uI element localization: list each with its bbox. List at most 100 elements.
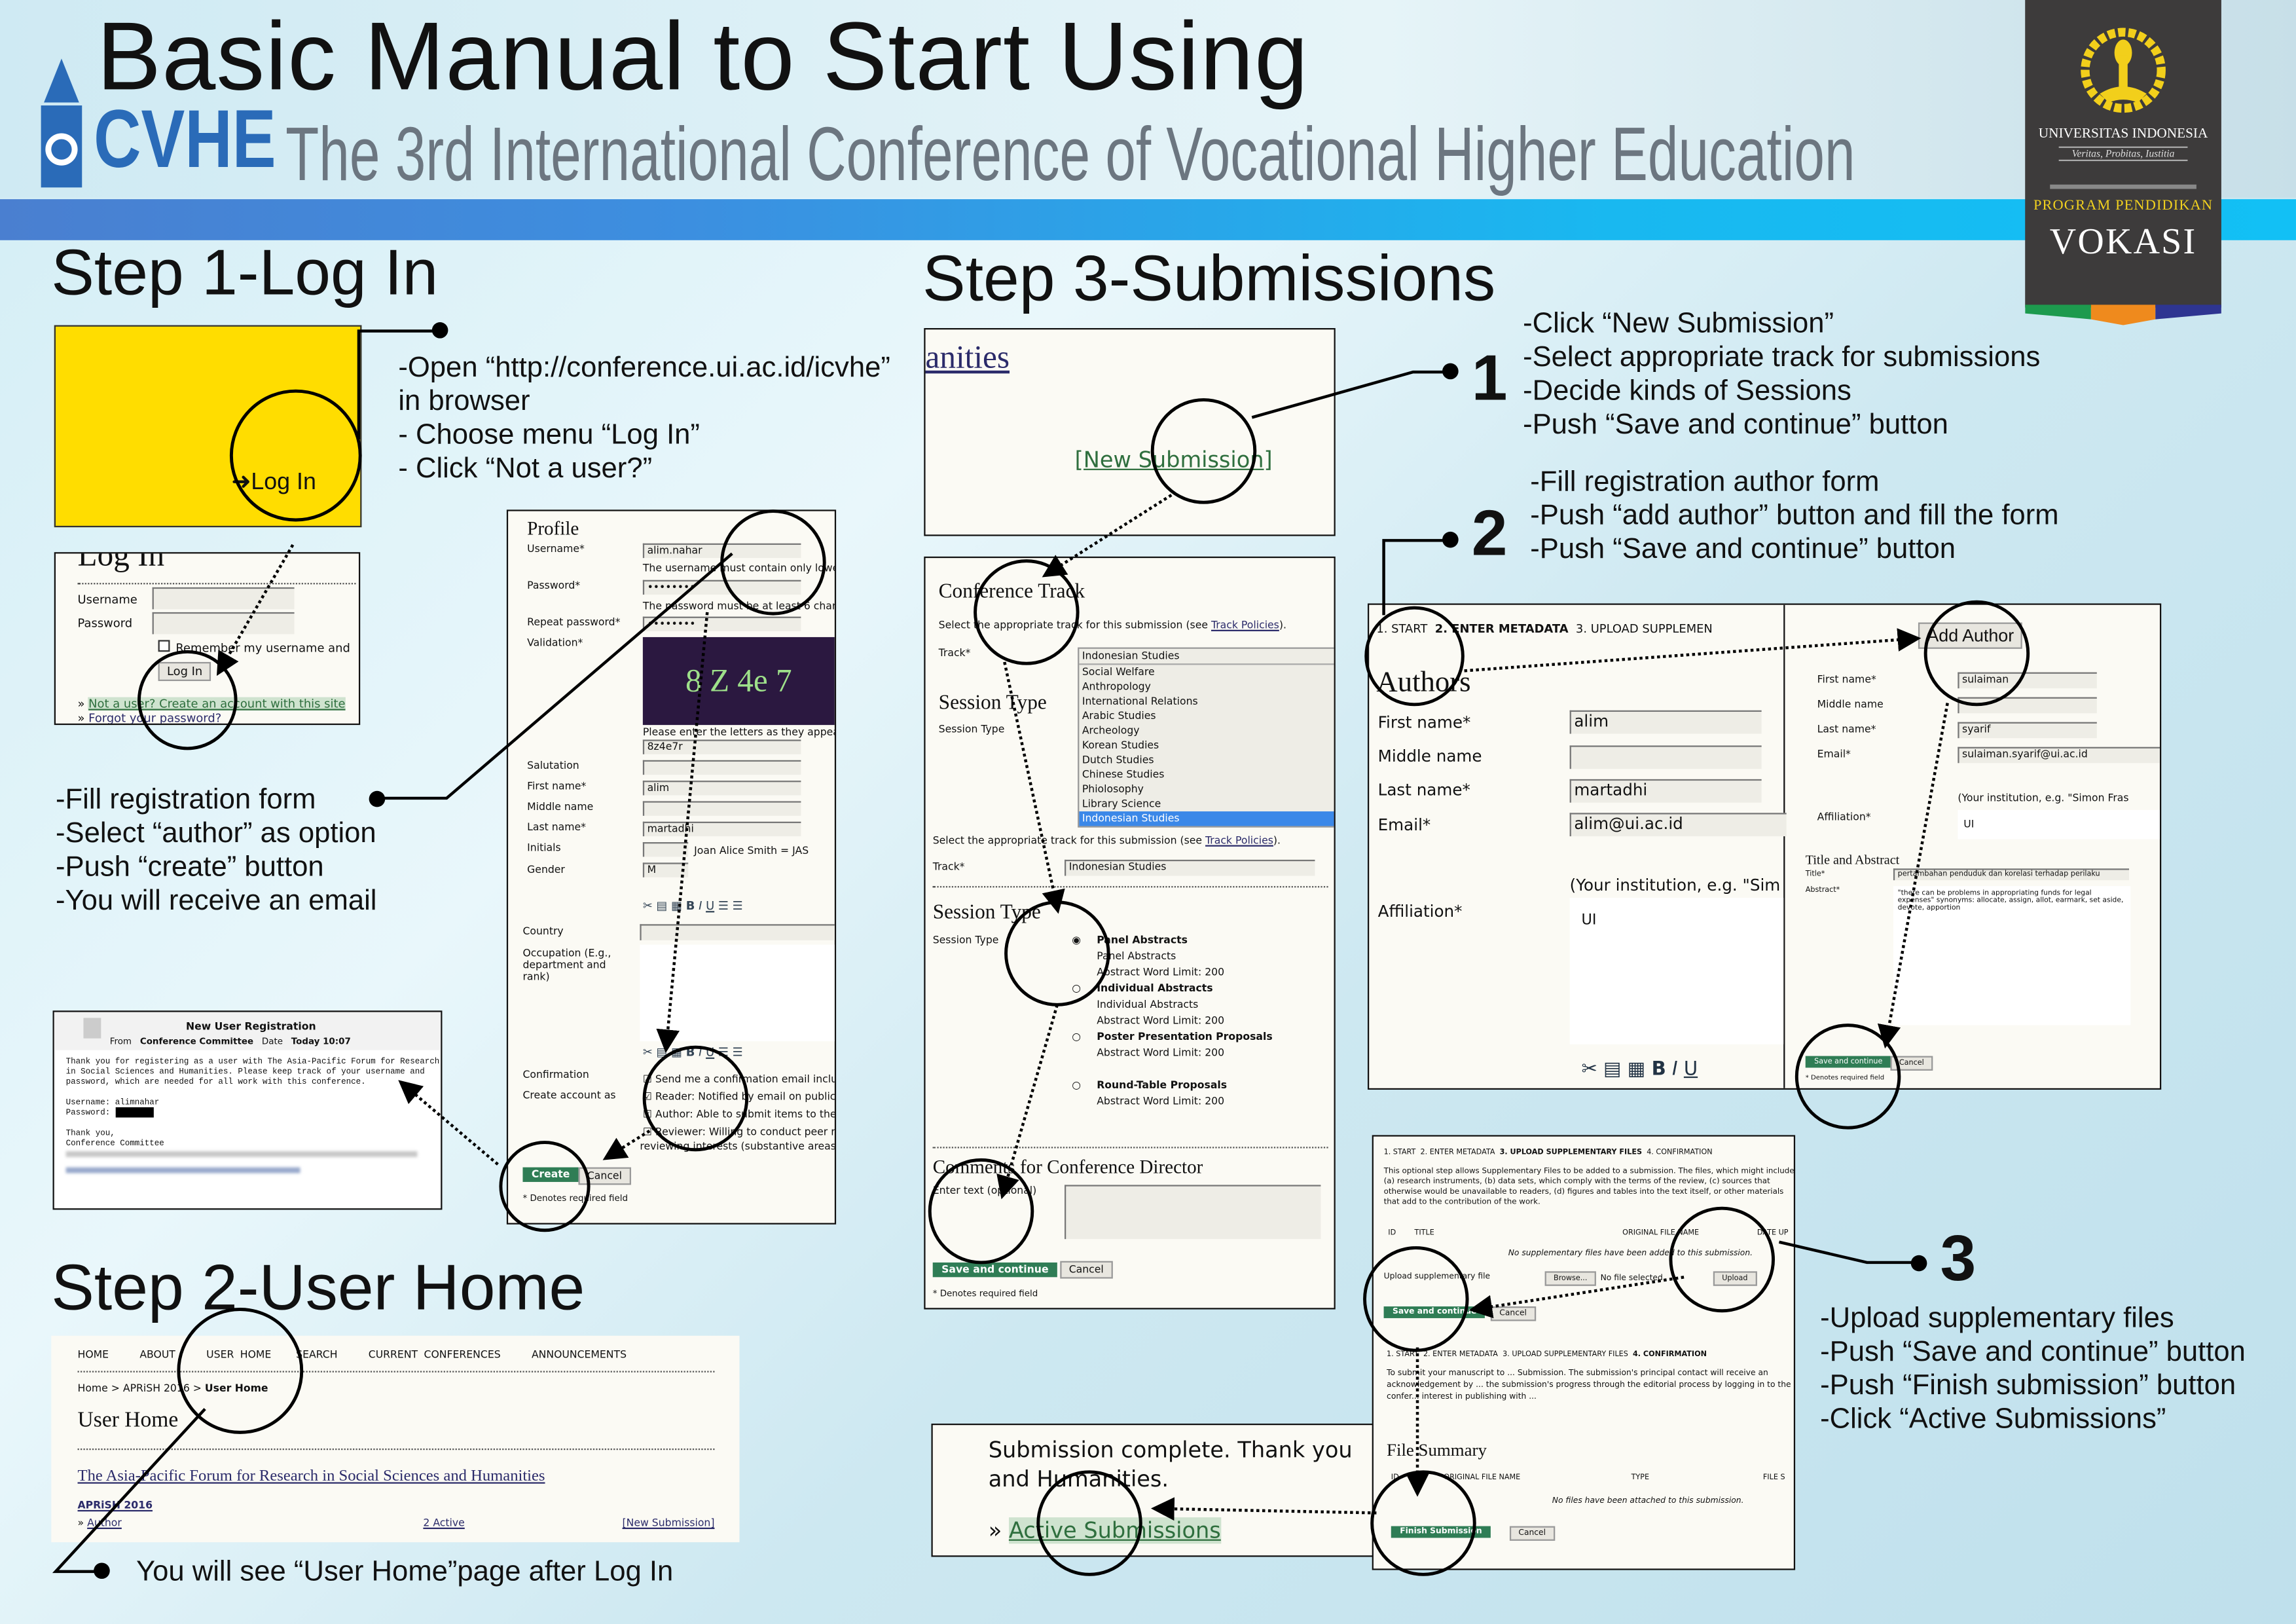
forgot-password-link[interactable]: Forgot your password? <box>88 711 222 726</box>
track-option[interactable]: Indonesian Studies <box>1079 811 1334 826</box>
remember-label: Remember my username and <box>175 641 350 655</box>
captcha-input[interactable]: 8z4e7r <box>642 739 801 754</box>
new-submission-link[interactable]: [New Submission] <box>622 1517 715 1530</box>
track-option[interactable]: Phiolosophy <box>1082 783 1144 796</box>
track-option[interactable]: Anthropology <box>1082 681 1151 693</box>
login-form-title: Log In <box>77 552 165 573</box>
cancel-button[interactable]: Cancel <box>1509 1526 1555 1541</box>
track-option[interactable]: Library Science <box>1082 798 1161 810</box>
university-name: UNIVERSITAS INDONESIA <box>2038 127 2208 142</box>
coauthor-first-name[interactable]: sulaiman <box>1958 672 2097 689</box>
coauthor-middle-name[interactable] <box>1958 697 2097 714</box>
first-name-input[interactable]: alim <box>642 781 801 796</box>
cvhe-logo-text: CVHE <box>94 92 276 185</box>
account-role-options[interactable]: ☑ Send me a confirmation email inclu☑ Re… <box>642 1073 837 1138</box>
comments-textarea[interactable] <box>1065 1185 1321 1240</box>
cancel-button[interactable]: Cancel <box>578 1167 631 1185</box>
middle-name-input[interactable] <box>642 801 801 816</box>
save-continue-button[interactable]: Save and continue <box>932 1262 1057 1278</box>
track-option[interactable]: Social Welfare <box>1082 666 1155 678</box>
nav-search[interactable]: SEARCH <box>296 1348 338 1361</box>
login-form: Log In Username Password Remember my use… <box>54 552 361 726</box>
forum-link[interactable]: The Asia-Pacific Forum for Research in S… <box>77 1467 545 1485</box>
cancel-button[interactable]: Cancel <box>1890 1056 1933 1071</box>
cancel-button[interactable]: Cancel <box>1060 1261 1113 1279</box>
track-option[interactable]: Dutch Studies <box>1082 754 1154 766</box>
add-author-button[interactable]: Add Author <box>1918 622 2023 649</box>
nav-user-home[interactable]: USER HOME <box>206 1348 272 1361</box>
track-select[interactable]: Indonesian Studies <box>1065 859 1315 876</box>
title-input[interactable]: pertambahan penduduk dan korelasi terhad… <box>1893 868 2130 881</box>
salutation-input[interactable] <box>642 760 801 775</box>
occupation-textarea[interactable] <box>640 944 835 1042</box>
upload-button[interactable]: Upload <box>1713 1271 1757 1286</box>
track-option[interactable]: Chinese Studies <box>1082 769 1165 781</box>
step3-instructions-3: -Upload supplementary files-Push “Save a… <box>1820 1302 2246 1435</box>
radio-button[interactable]: ◉ <box>1072 934 1081 946</box>
step-number-1: 1 <box>1471 342 1508 415</box>
create-account-link[interactable]: Not a user? Create an account with this … <box>88 697 346 710</box>
active-link[interactable]: 2 Active <box>423 1517 465 1530</box>
avatar-icon <box>83 1018 101 1039</box>
coauthor-email[interactable]: sulaiman.syarif@ui.ac.id <box>1958 747 2160 764</box>
country-input[interactable] <box>640 924 835 940</box>
repeat-password-field[interactable]: •••••••• <box>642 616 801 631</box>
breadcrumb: Home > APRiSH 2016 > User Home <box>77 1382 268 1395</box>
radio-button[interactable]: ○ <box>1072 1031 1081 1043</box>
browse-button[interactable]: Browse... <box>1544 1271 1596 1286</box>
step1-heading: Step 1-Log In <box>51 237 439 309</box>
cancel-button[interactable]: Cancel <box>1490 1306 1536 1321</box>
username-field[interactable]: alim.nahar <box>642 543 801 559</box>
affiliation-textarea[interactable]: UI <box>1569 898 1784 1044</box>
new-submission-button[interactable]: [New Submission] <box>1074 447 1273 473</box>
create-button[interactable]: Create <box>522 1167 579 1182</box>
password-input[interactable] <box>152 612 295 635</box>
password-field[interactable]: •••••••• <box>642 580 801 595</box>
save-continue-button[interactable]: Save and continue <box>1805 1056 1891 1068</box>
abstract-textarea[interactable]: "there can be problems in appropriating … <box>1893 886 2131 1025</box>
coauthor-affiliation[interactable]: UI <box>1958 809 2160 840</box>
conference-link[interactable]: APRiSH 2016 <box>77 1500 153 1512</box>
profile-form: Profile Username* alim.nahar The usernam… <box>506 509 837 1225</box>
username-input[interactable] <box>152 587 295 610</box>
author-email[interactable]: alim@ui.ac.id <box>1569 813 1787 837</box>
step1-bullets: -Fill registration form-Select “author” … <box>55 783 377 917</box>
nav-current-conferences[interactable]: CURRENT CONFERENCES <box>368 1348 501 1361</box>
save-continue-button[interactable]: Save and continue <box>1383 1306 1485 1318</box>
last-name-input[interactable]: martadhi <box>642 821 801 837</box>
track-option[interactable]: International Relations <box>1082 695 1198 708</box>
author-first-name[interactable]: alim <box>1569 710 1762 734</box>
nav-home[interactable]: HOME <box>77 1348 109 1361</box>
banner-ribbon-icon <box>2025 304 2221 325</box>
track-option[interactable]: Arabic Studies <box>1082 710 1156 722</box>
login-button[interactable]: Log In <box>158 661 211 682</box>
initials-input[interactable] <box>642 842 689 857</box>
coauthor-last-name[interactable]: syarif <box>1958 722 2097 739</box>
password-label: Password <box>77 616 133 630</box>
remember-checkbox[interactable] <box>158 640 170 652</box>
login-menu-link[interactable]: ➜Log In <box>231 470 316 495</box>
header-stripe <box>0 199 2296 240</box>
nav-about[interactable]: ABOUT <box>139 1348 175 1361</box>
user-home-page: HOME ABOUT USER HOME SEARCH CURRENT CONF… <box>51 1335 740 1543</box>
author-link[interactable]: Author <box>87 1517 122 1530</box>
finish-submission-button[interactable]: Finish Submission <box>1391 1526 1491 1538</box>
author-middle-name[interactable] <box>1569 745 1762 769</box>
step3-instructions-1: -Click “New Submission”-Select appropria… <box>1523 307 2041 441</box>
radio-button[interactable]: ○ <box>1072 1079 1081 1092</box>
gender-select[interactable]: M <box>642 862 689 877</box>
header-band <box>0 0 2296 198</box>
author-last-name[interactable]: martadhi <box>1569 779 1762 803</box>
conference-subtitle: The 3rd International Conference of Voca… <box>285 113 1855 198</box>
track-option[interactable]: Archeology <box>1082 725 1140 737</box>
active-submissions-link[interactable]: Active Submissions <box>1008 1517 1221 1544</box>
radio-button[interactable]: ○ <box>1072 982 1081 995</box>
nav-announcements[interactable]: ANNOUNCEMENTS <box>531 1348 627 1361</box>
track-option[interactable]: Korean Studies <box>1082 739 1159 752</box>
